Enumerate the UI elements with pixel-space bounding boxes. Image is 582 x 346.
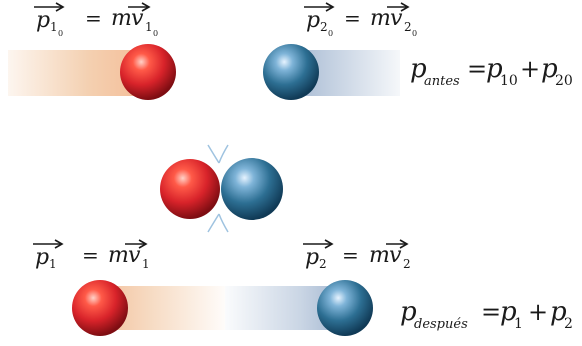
subscript-antes: antes [424, 74, 460, 89]
equals-sign: = [342, 243, 359, 267]
equals-sign: = [85, 6, 102, 30]
equals-sign: = [481, 298, 501, 326]
plus-sign: + [520, 55, 540, 83]
subscript: 1 [514, 316, 523, 332]
symbol-v: v [389, 243, 402, 268]
symbol-p: p [35, 245, 49, 270]
sub-subscript: 0 [153, 29, 158, 38]
sub-subscript: 0 [58, 29, 63, 38]
sub-subscript: 0 [328, 29, 333, 38]
subscript: 2 [404, 20, 412, 34]
subscript: 2 [564, 316, 573, 332]
subscript: 1 [142, 257, 150, 271]
symbol-p: p [305, 245, 319, 270]
symbol-p: p [306, 8, 320, 33]
subscript: 10 [500, 73, 518, 89]
sub-subscript: 0 [412, 29, 417, 38]
symbol-v: v [128, 243, 141, 268]
symbol-m: m [111, 6, 132, 31]
red-ball-before [120, 44, 176, 100]
symbol-v: v [390, 6, 403, 31]
subscript: 20 [555, 73, 573, 89]
symbol-m: m [108, 243, 129, 268]
subscript: 1 [145, 20, 153, 34]
subscript: 1 [49, 257, 57, 271]
subscript: 2 [403, 257, 411, 271]
after-equation-ball1: p 1 = m v 1 [33, 240, 150, 271]
equals-sign: = [344, 6, 361, 30]
total-momentum-after: p después = p 1 + p 2 [400, 297, 573, 332]
symbol-m: m [370, 6, 391, 31]
after-equation-ball2: p 2 = m v 2 [303, 240, 411, 271]
subscript: 1 [50, 20, 58, 34]
equals-sign: = [82, 243, 99, 267]
equals-sign: = [467, 55, 487, 83]
subscript: 2 [319, 257, 327, 271]
red-ball-collision [160, 159, 220, 219]
blue-ball-before [263, 44, 319, 100]
blue-ball-after [317, 280, 373, 336]
red-ball-after [72, 280, 128, 336]
symbol-v: v [131, 6, 144, 31]
before-equation-ball1: p 1 0 = m v 1 0 [34, 3, 158, 38]
subscript: 2 [320, 20, 328, 34]
total-momentum-before: p antes = p 10 + p 20 [410, 54, 573, 89]
symbol-p: p [36, 8, 50, 33]
plus-sign: + [528, 298, 548, 326]
subscript-despues: después [414, 317, 468, 332]
blue-ball-collision [221, 158, 283, 220]
symbol-m: m [369, 243, 390, 268]
before-equation-ball2: p 2 0 = m v 2 0 [304, 3, 417, 38]
